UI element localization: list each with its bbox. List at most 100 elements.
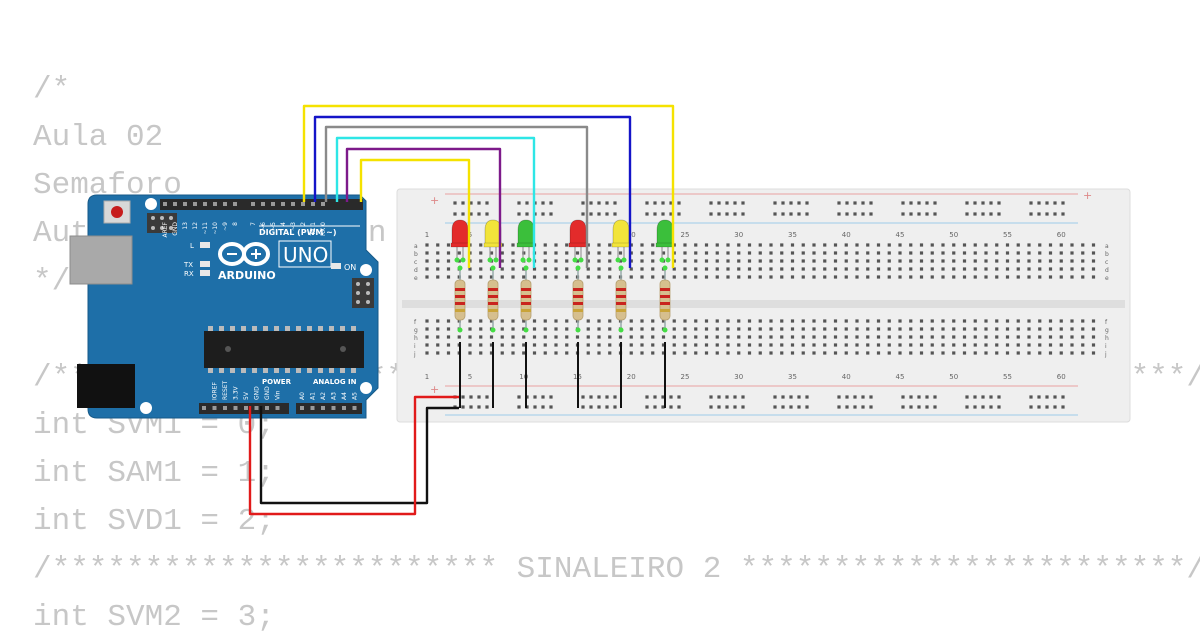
breadboard-hole[interactable] — [1038, 275, 1042, 279]
rail-hole[interactable] — [453, 212, 457, 216]
breadboard-hole[interactable] — [1081, 335, 1085, 339]
breadboard-hole[interactable] — [446, 251, 451, 255]
breadboard-hole[interactable] — [1016, 343, 1020, 347]
analog-pin[interactable] — [352, 406, 357, 410]
wire-yellow-pin5[interactable] — [302, 104, 675, 268]
digital-pin[interactable] — [311, 202, 315, 206]
breadboard-hole[interactable] — [1059, 327, 1063, 331]
breadboard-hole[interactable] — [726, 319, 730, 323]
breadboard-hole[interactable] — [1027, 327, 1031, 331]
breadboard-hole[interactable] — [941, 343, 945, 347]
breadboard-hole[interactable] — [844, 327, 848, 331]
breadboard-hole[interactable] — [855, 319, 859, 323]
breadboard-hole[interactable] — [436, 327, 440, 331]
breadboard-hole[interactable] — [1081, 343, 1085, 347]
breadboard-hole[interactable] — [565, 267, 569, 271]
breadboard-hole[interactable] — [747, 243, 752, 247]
rail-hole[interactable] — [901, 405, 905, 409]
breadboard-hole[interactable] — [608, 259, 612, 263]
rail-hole[interactable] — [485, 212, 489, 216]
rail-hole[interactable] — [989, 405, 993, 409]
rail-hole[interactable] — [613, 212, 617, 216]
breadboard-hole[interactable] — [575, 259, 580, 263]
breadboard-hole[interactable] — [683, 243, 687, 247]
wire-purple-pin1[interactable] — [345, 147, 502, 268]
rail-hole[interactable] — [517, 201, 521, 205]
breadboard-hole[interactable] — [640, 267, 644, 271]
breadboard-hole[interactable] — [930, 343, 934, 347]
breadboard-hole[interactable] — [780, 243, 784, 247]
rail-hole[interactable] — [925, 212, 929, 216]
rail-hole[interactable] — [973, 405, 977, 409]
breadboard-hole[interactable] — [855, 343, 859, 347]
rail-hole[interactable] — [997, 212, 1001, 216]
breadboard-hole[interactable] — [640, 275, 644, 279]
breadboard-hole[interactable] — [855, 327, 859, 331]
rail-hole[interactable] — [845, 405, 849, 409]
breadboard-hole[interactable] — [1038, 243, 1042, 247]
breadboard-hole[interactable] — [844, 343, 848, 347]
breadboard-hole[interactable] — [995, 343, 999, 347]
breadboard-hole[interactable] — [866, 267, 870, 271]
breadboard-hole[interactable] — [1048, 243, 1053, 247]
rail-hole[interactable] — [1029, 405, 1033, 409]
rail-hole[interactable] — [741, 405, 745, 409]
rail-hole[interactable] — [541, 405, 545, 409]
breadboard-hole[interactable] — [1048, 319, 1053, 323]
breadboard-hole[interactable] — [747, 267, 752, 271]
breadboard-hole[interactable] — [446, 343, 451, 347]
breadboard-hole[interactable] — [532, 327, 537, 331]
breadboard-hole[interactable] — [651, 343, 655, 347]
breadboard-hole[interactable] — [984, 267, 988, 271]
breadboard-hole[interactable] — [1005, 335, 1010, 339]
rail-hole[interactable] — [1045, 405, 1049, 409]
breadboard-hole[interactable] — [887, 251, 891, 255]
breadboard-hole[interactable] — [726, 335, 730, 339]
rail-hole[interactable] — [965, 212, 969, 216]
breadboard-hole[interactable] — [554, 327, 558, 331]
wire-5v-red[interactable] — [248, 395, 459, 516]
breadboard-hole[interactable] — [479, 251, 483, 255]
digital-pin[interactable] — [301, 202, 305, 206]
breadboard-hole[interactable] — [1091, 259, 1096, 263]
breadboard-hole[interactable] — [780, 267, 784, 271]
breadboard[interactable]: + + + 1155101015152020252530303535404045… — [396, 188, 1131, 423]
breadboard-hole[interactable] — [586, 319, 590, 323]
breadboard-hole[interactable] — [801, 275, 805, 279]
breadboard-hole[interactable] — [801, 343, 805, 347]
breadboard-hole[interactable] — [629, 335, 633, 339]
breadboard-hole[interactable] — [930, 267, 934, 271]
breadboard-hole[interactable] — [801, 267, 805, 271]
breadboard-hole[interactable] — [1038, 267, 1042, 271]
breadboard-hole[interactable] — [500, 243, 504, 247]
rail-hole[interactable] — [901, 395, 905, 399]
breadboard-hole[interactable] — [973, 251, 977, 255]
breadboard-hole[interactable] — [758, 275, 762, 279]
breadboard-hole[interactable] — [1038, 251, 1042, 255]
breadboard-hole[interactable] — [586, 335, 590, 339]
rail-hole[interactable] — [965, 395, 969, 399]
breadboard-hole[interactable] — [909, 259, 913, 263]
breadboard-hole[interactable] — [747, 275, 752, 279]
rail-hole[interactable] — [981, 201, 985, 205]
rail-hole[interactable] — [901, 212, 905, 216]
breadboard-hole[interactable] — [769, 343, 773, 347]
rail-hole[interactable] — [645, 405, 649, 409]
rail-hole[interactable] — [789, 405, 793, 409]
breadboard-hole[interactable] — [1059, 343, 1063, 347]
rail-hole[interactable] — [1045, 201, 1049, 205]
breadboard-hole[interactable] — [844, 319, 848, 323]
rail-hole[interactable] — [725, 395, 729, 399]
breadboard-hole[interactable] — [930, 335, 934, 339]
breadboard-hole[interactable] — [683, 343, 687, 347]
breadboard-hole[interactable] — [995, 275, 999, 279]
rail-hole[interactable] — [541, 201, 545, 205]
rail-hole[interactable] — [1053, 212, 1057, 216]
breadboard-hole[interactable] — [962, 251, 967, 255]
breadboard-hole[interactable] — [683, 267, 687, 271]
analog-pin[interactable] — [300, 406, 304, 410]
breadboard-hole[interactable] — [446, 319, 451, 323]
breadboard-hole[interactable] — [833, 343, 838, 347]
breadboard-hole[interactable] — [1070, 267, 1074, 271]
rail-hole[interactable] — [477, 395, 481, 399]
